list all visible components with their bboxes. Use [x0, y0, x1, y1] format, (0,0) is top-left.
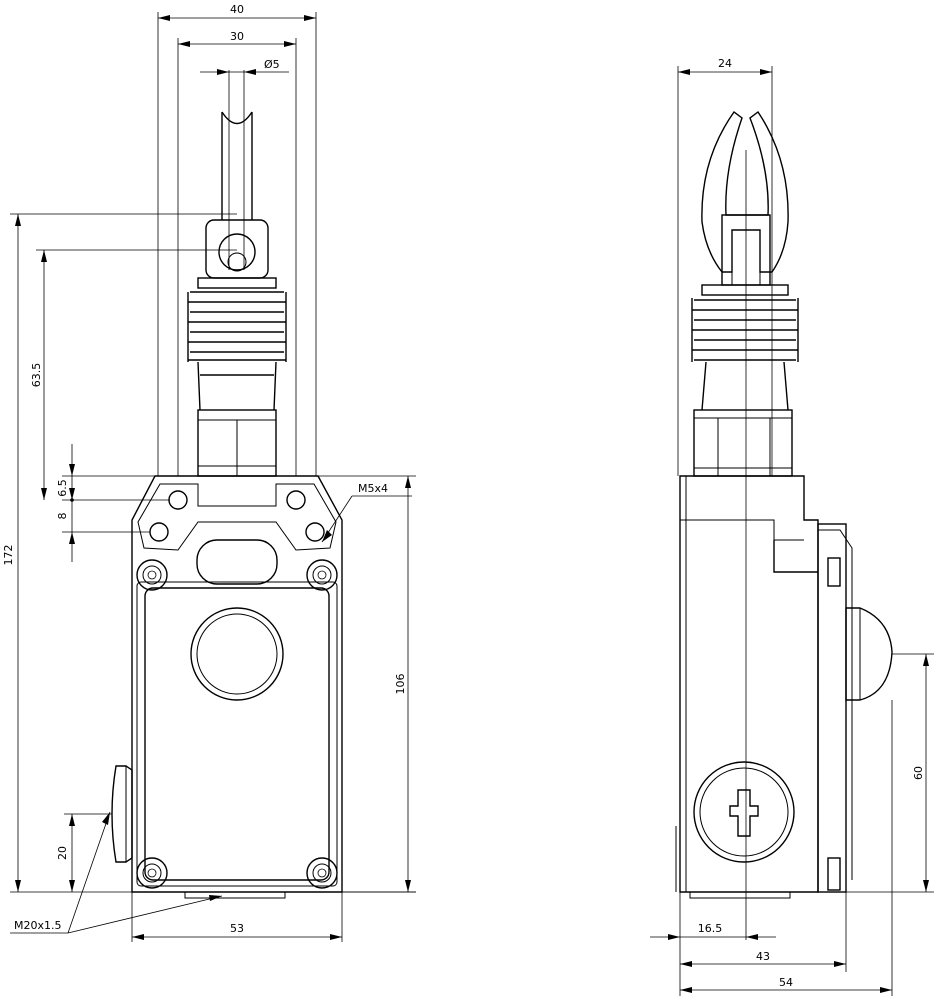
dim-8-label: 8 [56, 513, 69, 520]
dim-172: 172 [2, 213, 237, 892]
dim-24-label: 24 [718, 57, 732, 70]
side-view: 24 60 16.5 43 [650, 57, 934, 996]
front-hex-nut [197, 409, 277, 477]
side-claw [701, 110, 789, 286]
dim-24: 24 [677, 57, 773, 476]
front-view: 40 30 Ø5 172 [2, 3, 416, 942]
dim-172-label: 172 [2, 545, 15, 566]
dim-m5x4-label: M5x4 [358, 482, 388, 495]
dim-m5x4: M5x4 [321, 482, 412, 543]
front-bellows [187, 277, 287, 411]
dim-60: 60 [846, 653, 934, 893]
side-bellows [691, 284, 799, 411]
side-hex-nut [693, 409, 793, 477]
front-screws [136, 559, 338, 889]
dim-30: 30 [177, 30, 297, 476]
dim-54: 54 [679, 700, 893, 996]
dim-63-5: 63.5 [30, 249, 237, 500]
dim-16-5: 16.5 [650, 892, 776, 944]
dim-diameter-5: Ø5 [200, 58, 289, 75]
dim-diameter-5-label: Ø5 [264, 58, 280, 71]
dim-60-label: 60 [912, 766, 925, 780]
dim-6-5-and-8: 6.5 8 [56, 444, 170, 562]
dim-6-5-label: 6.5 [56, 479, 69, 497]
dim-43: 43 [679, 892, 847, 972]
dim-40-label: 40 [230, 3, 244, 16]
dim-30-label: 30 [230, 30, 244, 43]
dim-106-label: 106 [394, 674, 407, 695]
dim-63-5-label: 63.5 [30, 363, 43, 388]
dim-m20x1-5-label: M20x1.5 [14, 919, 62, 932]
dim-16-5-label: 16.5 [698, 922, 723, 935]
front-rod [205, 70, 269, 279]
dim-20: 20 [56, 813, 112, 892]
dim-20-label: 20 [56, 846, 69, 860]
front-housing [111, 475, 343, 899]
dim-43-label: 43 [756, 950, 770, 963]
dim-54-label: 54 [779, 976, 793, 989]
dim-53: 53 [131, 892, 343, 942]
dim-40: 40 [157, 3, 317, 476]
side-body [675, 475, 893, 899]
dim-m20x1-5: M20x1.5 [10, 811, 223, 934]
mounting-holes [149, 490, 325, 542]
dim-53-label: 53 [230, 922, 244, 935]
